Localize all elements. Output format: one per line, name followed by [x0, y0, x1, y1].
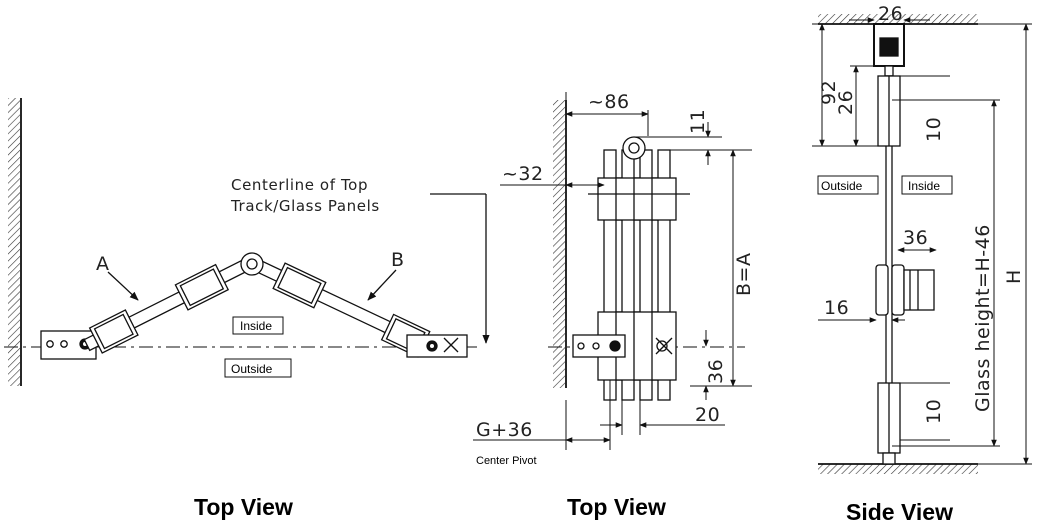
dim-total-height: H [1003, 269, 1025, 284]
left-inside-label: Inside [240, 319, 272, 333]
dim-clamp-upper: 10 [923, 117, 945, 142]
dim-handle-offset: 16 [824, 297, 849, 319]
dim-clamp-top: 26 [835, 90, 857, 115]
dim-gap: 20 [695, 404, 720, 426]
side-outside-label: Outside [821, 179, 863, 193]
dim-header: 92 [818, 80, 840, 105]
left-inside-box [232, 316, 284, 335]
left-outside-box [224, 358, 292, 378]
dim-length: B=A [733, 253, 755, 296]
side-view-labels: 26 92 26 10 10 36 16 Glass height=H-46 H… [818, 3, 1025, 424]
left-top-view [4, 98, 490, 386]
dim-offset: ~32 [502, 163, 544, 185]
dim-clamp-lower: 10 [923, 399, 945, 424]
caption-middle-top-view: Top View [567, 494, 666, 520]
dim-pivot-offset: G+36 [476, 419, 533, 441]
caption-left-top-view: Top View [194, 494, 293, 520]
middle-view-labels: ~86 ~32 11 B=A 36 20 G+36 Center Pivot [476, 91, 755, 467]
middle-top-view [473, 92, 752, 450]
dim-handle: 36 [903, 227, 928, 249]
dim-top: 11 [687, 109, 709, 134]
captions: Top View Top View Side View [194, 494, 953, 525]
dim-top-width: 26 [878, 3, 903, 25]
caption-side-view: Side View [846, 499, 953, 525]
left-wall-hatch [8, 98, 20, 386]
label-b: B [391, 249, 405, 271]
left-view-labels: A B Centerline of Top Track/Glass Panels… [96, 176, 405, 376]
dim-width: ~86 [588, 91, 630, 113]
label-a: A [96, 253, 110, 275]
centerline-note-line2: Track/Glass Panels [230, 197, 380, 215]
pivot-note: Center Pivot [476, 455, 537, 467]
dim-glass-height: Glass height=H-46 [972, 224, 994, 412]
centerline-note-line1: Centerline of Top [231, 176, 368, 194]
left-outside-label: Outside [231, 362, 273, 376]
dim-pivot-height: 36 [705, 359, 727, 384]
side-inside-label: Inside [908, 179, 940, 193]
side-view [812, 14, 1032, 474]
